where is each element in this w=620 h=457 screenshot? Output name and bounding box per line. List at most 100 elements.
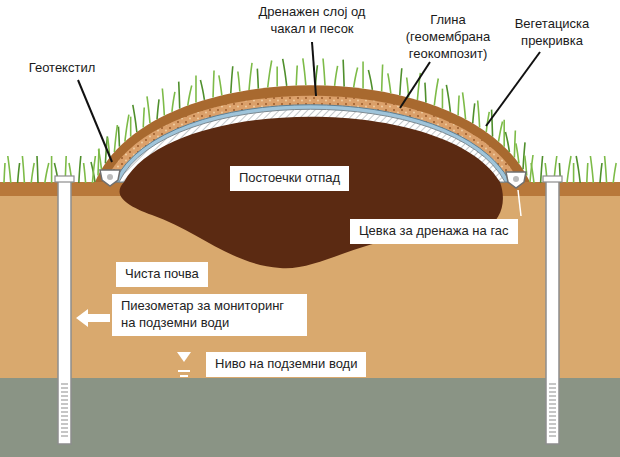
grass	[4, 58, 616, 183]
screen-slot	[61, 384, 68, 385]
groundwater	[0, 378, 620, 457]
pipe-opening	[513, 176, 519, 182]
grass-blade	[541, 156, 543, 183]
grass-blade	[257, 69, 258, 89]
screen-slot	[549, 432, 556, 433]
grass-blade	[31, 163, 34, 183]
leader-line	[400, 62, 430, 108]
grass-blade	[400, 68, 402, 95]
grass-blade	[516, 143, 519, 163]
grass-blade	[195, 76, 197, 103]
screen-slot	[61, 428, 68, 429]
grass-blade	[130, 117, 132, 137]
gas-pipe-label-box: Цевка за дренажа на гас	[350, 219, 518, 244]
grass-blade	[179, 82, 180, 109]
part-label: Вегетациска прекривка	[502, 16, 602, 50]
screen-slot	[549, 392, 556, 393]
grass-blade	[530, 155, 533, 182]
grass-blade	[446, 85, 450, 112]
box-text: Цевка за дренажа на гас	[359, 223, 509, 240]
screen-slot	[549, 428, 556, 429]
grass-blade	[162, 89, 164, 116]
grass-blade	[505, 132, 509, 152]
grass-blade	[463, 92, 466, 119]
grass-blade	[276, 67, 278, 87]
grass-blade	[473, 103, 475, 123]
grass-blade	[45, 163, 49, 183]
grass-blade	[590, 156, 593, 183]
screen-slot	[549, 412, 556, 413]
screen-slot	[549, 388, 556, 389]
screen-slot	[61, 392, 68, 393]
grass-blade	[600, 163, 602, 183]
screen-slot	[549, 416, 556, 417]
grass-blade	[613, 163, 616, 183]
grass-blade	[605, 156, 607, 183]
water-level-label-box: Ниво на подземни води	[206, 352, 366, 377]
leader-line	[78, 80, 112, 162]
grass-blade	[296, 66, 297, 86]
grass-blade	[268, 61, 272, 88]
screen-slot	[61, 412, 68, 413]
grass-blade	[425, 83, 426, 103]
leader-line	[486, 52, 540, 126]
grass-blade	[37, 156, 38, 183]
grass-blade	[238, 72, 240, 92]
box-text: Постоечки отпад	[239, 170, 340, 187]
grass-blade	[362, 62, 364, 89]
screen-slot	[549, 400, 556, 401]
gas-drain-pipe	[506, 172, 526, 188]
grass-blade	[573, 163, 575, 183]
grass-blade	[125, 115, 129, 142]
piezometer	[55, 176, 74, 444]
grass-blade	[303, 58, 306, 85]
screen-slot	[549, 404, 556, 405]
grass-blade	[354, 68, 358, 88]
grass-blade	[92, 156, 95, 183]
screen-slot	[61, 404, 68, 405]
screen-slot	[61, 416, 68, 417]
grass-blade	[188, 86, 192, 106]
grass-blade	[458, 96, 459, 116]
grass-blade	[343, 60, 344, 87]
grass-blade	[219, 75, 222, 95]
grass-blade	[434, 79, 438, 106]
part-label: Глина (геомембрана геокомпозит)	[396, 12, 500, 63]
grass-blade	[4, 163, 5, 183]
box-text: Ниво на подземни води	[215, 356, 357, 373]
grass-blade	[200, 80, 204, 100]
grass-blade	[323, 59, 325, 86]
grass-blade	[172, 92, 175, 112]
grass-blade	[98, 149, 101, 169]
grass-blade	[22, 156, 24, 183]
screen-slot	[61, 400, 68, 401]
box-text: Чиста почва	[125, 266, 199, 283]
grass-blade	[388, 73, 391, 93]
grass-blade	[382, 65, 383, 92]
part-label: Геотекстил	[7, 60, 117, 77]
grass-blade	[499, 122, 503, 142]
pointer-arrow	[76, 309, 110, 327]
grass-blade	[18, 163, 20, 183]
grass-blade	[84, 163, 86, 183]
grass-blade	[587, 163, 588, 183]
screen-slot	[549, 420, 556, 421]
leader-line	[518, 190, 521, 216]
grass-blade	[114, 125, 117, 152]
grass-blade	[531, 163, 534, 183]
grass-blade	[442, 89, 444, 109]
piezometer-screen	[61, 384, 556, 436]
screen-slot	[549, 396, 556, 397]
grass-blade	[283, 59, 287, 86]
grass-blade	[79, 156, 81, 183]
grass-blade	[335, 66, 338, 86]
screen-slot	[61, 396, 68, 397]
grass-blade	[133, 105, 137, 132]
screen-slot	[61, 408, 68, 409]
grass-blade	[503, 120, 505, 147]
box-text: Пиезометар за мониторинг на подземни вод…	[121, 298, 298, 332]
grass-blade	[147, 96, 150, 123]
grass-blade	[567, 156, 571, 183]
screen-slot	[61, 424, 68, 425]
